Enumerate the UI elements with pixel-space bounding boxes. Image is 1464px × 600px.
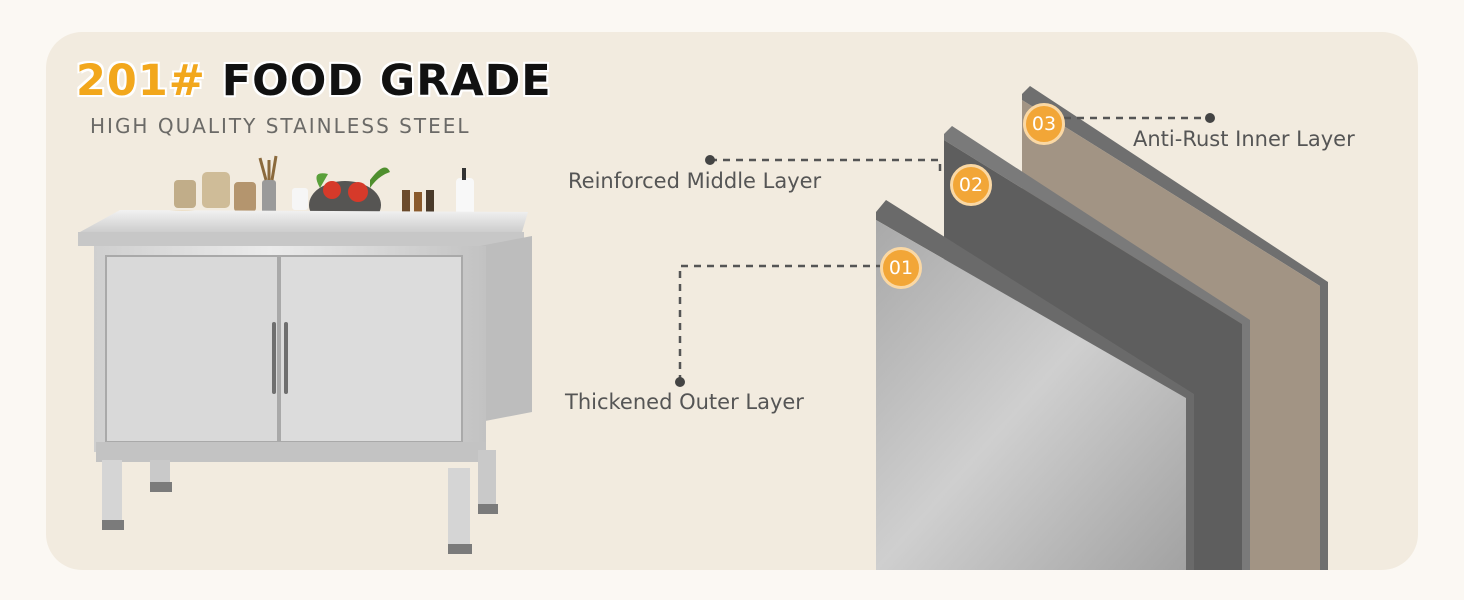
inner-layer (1022, 86, 1328, 570)
subtitle: HIGH QUALITY STAINLESS STEEL (90, 114, 471, 138)
layer-label-03: Anti-Rust Inner Layer (1133, 127, 1355, 151)
leader-line-02 (710, 158, 942, 172)
leader-dot-01 (675, 377, 685, 387)
layer-badge-03: 03 (1023, 103, 1065, 145)
grade-label: 201# (76, 56, 206, 106)
page-title: 201# FOOD GRADE (76, 56, 552, 106)
outer-layer-face (876, 220, 1186, 570)
leader-dot-03 (1205, 113, 1215, 123)
leader-dot-02 (705, 155, 715, 165)
title-text: FOOD GRADE (221, 56, 552, 106)
layer-label-02: Reinforced Middle Layer (568, 169, 822, 193)
layer-badge-01: 01 (880, 247, 922, 289)
outer-layer (876, 200, 1194, 570)
leader-line-01 (678, 264, 880, 382)
cabinet-image (78, 155, 532, 554)
layer-badge-02: 02 (950, 164, 992, 206)
layer-label-01: Thickened Outer Layer (565, 390, 804, 414)
